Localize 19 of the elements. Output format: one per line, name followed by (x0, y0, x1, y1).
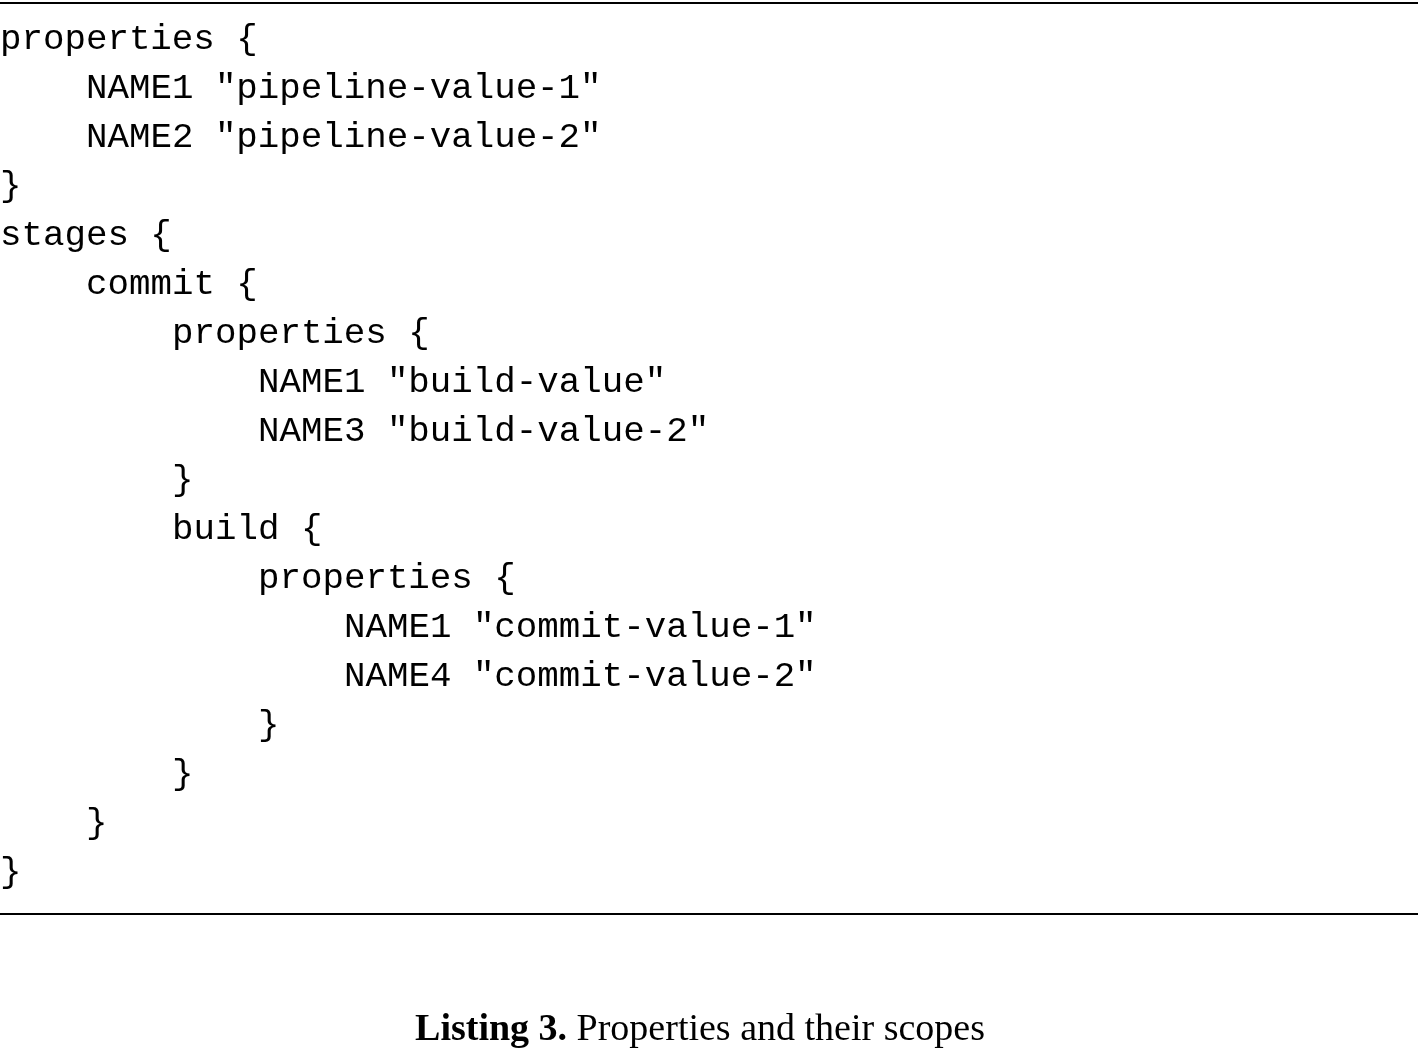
code-line: } (86, 804, 108, 844)
code-line: } (0, 167, 22, 207)
code-line: } (172, 461, 194, 501)
code-line: NAME1 "pipeline-value-1" (86, 69, 602, 109)
code-line: NAME4 "commit-value-2" (344, 657, 817, 697)
code-line: properties { (172, 314, 430, 354)
code-line: build { (172, 510, 323, 550)
code-line: properties { (0, 20, 258, 60)
code-line: NAME3 "build-value-2" (258, 412, 710, 452)
code-line: NAME2 "pipeline-value-2" (86, 118, 602, 158)
code-line: } (172, 755, 194, 795)
code-line: } (258, 706, 280, 746)
code-line: NAME1 "build-value" (258, 363, 667, 403)
code-line: stages { (0, 216, 172, 256)
code-line: NAME1 "commit-value-1" (344, 608, 817, 648)
code-line: } (0, 853, 22, 893)
caption: Listing 3. Properties and their scopes (415, 1005, 985, 1049)
code-line: properties { (258, 559, 516, 599)
code-line: commit { (86, 265, 258, 305)
